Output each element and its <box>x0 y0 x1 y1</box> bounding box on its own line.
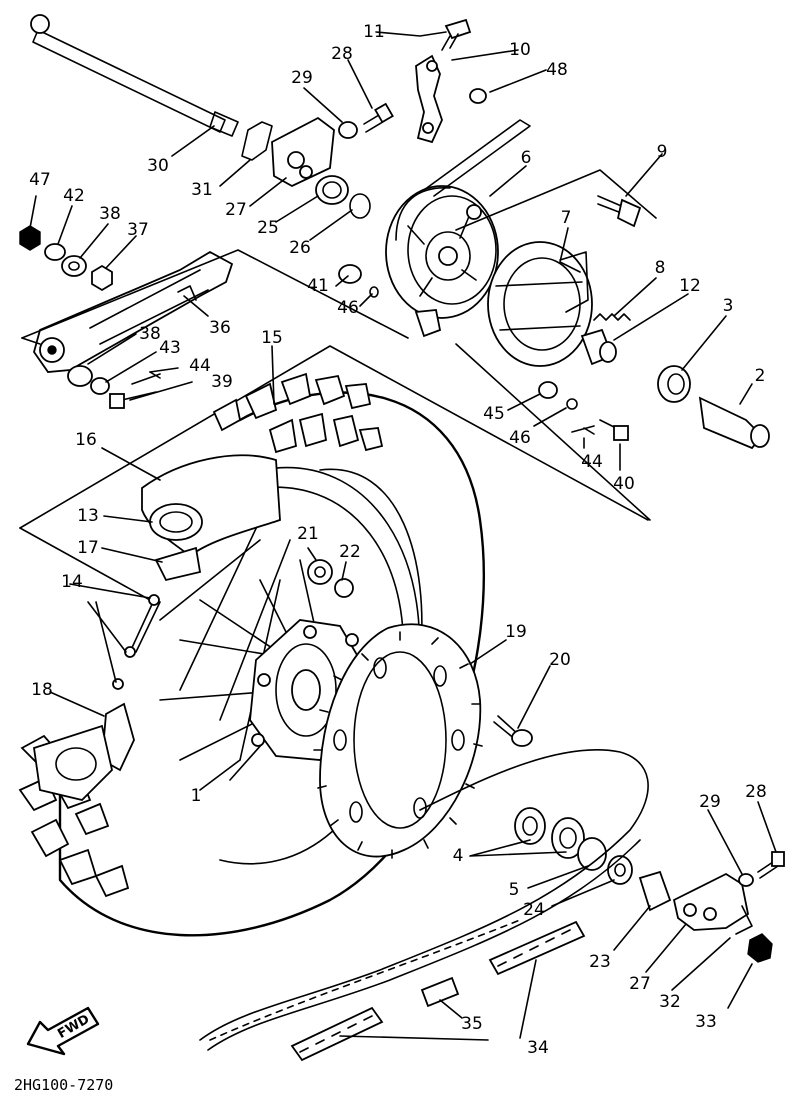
callout-47: 47 <box>29 170 51 190</box>
small-fasteners <box>338 264 629 441</box>
drive-chain <box>199 749 649 1062</box>
callout-12: 12 <box>679 276 701 296</box>
hub-spacers <box>307 559 354 598</box>
brake-shoes <box>487 241 593 367</box>
callout-36: 36 <box>209 318 231 338</box>
callout-26: 26 <box>289 238 311 258</box>
spring-8 <box>593 313 631 321</box>
callout-15: 15 <box>261 328 283 348</box>
callout-39: 39 <box>211 372 233 392</box>
callout-21: 21 <box>297 524 319 544</box>
oil-seal <box>315 175 371 219</box>
rear-axle <box>30 14 239 137</box>
callout-5: 5 <box>509 880 520 900</box>
callout-3: 3 <box>723 296 734 316</box>
callout-24: 24 <box>523 900 545 920</box>
callout-35: 35 <box>461 1014 483 1034</box>
drawing-code: 2HG100-7270 <box>14 1076 113 1094</box>
callout-32: 32 <box>659 992 681 1012</box>
callout-27b: 27 <box>629 974 651 994</box>
leader-lines <box>29 31 777 1041</box>
callout-4: 4 <box>453 846 464 866</box>
rim-lock-18 <box>33 702 135 801</box>
callout-14: 14 <box>61 572 83 592</box>
callout-13: 13 <box>77 506 99 526</box>
chain-puller-left <box>241 102 394 188</box>
callout-31: 31 <box>191 180 213 200</box>
callout-38b: 38 <box>139 324 161 344</box>
callout-7: 7 <box>561 208 572 228</box>
callout-37: 37 <box>127 220 149 240</box>
callout-41: 41 <box>307 276 329 296</box>
callout-44: 44 <box>189 356 211 376</box>
callout-2: 2 <box>755 366 766 386</box>
callout-25: 25 <box>257 218 279 238</box>
callout-43: 43 <box>159 338 181 358</box>
callout-33: 33 <box>695 1012 717 1032</box>
sprocket-bolt <box>493 715 533 747</box>
callout-34: 34 <box>527 1038 549 1058</box>
callout-40: 40 <box>613 474 635 494</box>
callout-27: 27 <box>225 200 247 220</box>
brake-shoe-plate <box>385 185 499 338</box>
callout-labels: 11 10 48 28 29 30 31 27 25 26 6 9 7 8 12… <box>29 22 767 1058</box>
rear-sprocket <box>313 623 483 859</box>
callout-28: 28 <box>331 44 353 64</box>
callout-28b: 28 <box>745 782 767 802</box>
bearing-3 <box>657 365 691 403</box>
callout-22: 22 <box>339 542 361 562</box>
callout-8: 8 <box>655 258 666 278</box>
callout-20: 20 <box>549 650 571 670</box>
group-outlines <box>19 119 657 601</box>
callout-30: 30 <box>147 156 169 176</box>
callout-9: 9 <box>657 142 668 162</box>
brake-cam-lever <box>415 18 487 144</box>
callout-46: 46 <box>337 298 359 318</box>
chain-puller-right <box>672 851 785 963</box>
callout-38: 38 <box>99 204 121 224</box>
left-fasteners <box>19 225 113 292</box>
spacer-2 <box>698 396 770 450</box>
callout-16: 16 <box>75 430 97 450</box>
callout-45: 45 <box>483 404 505 424</box>
callout-48: 48 <box>546 60 568 80</box>
callout-1: 1 <box>191 786 202 806</box>
callout-46b: 46 <box>509 428 531 448</box>
collar-12 <box>580 328 617 366</box>
callout-44b: 44 <box>581 452 603 472</box>
callout-6: 6 <box>521 148 532 168</box>
callout-11: 11 <box>363 22 385 42</box>
callout-23: 23 <box>589 952 611 972</box>
callout-17: 17 <box>77 538 99 558</box>
callout-42: 42 <box>63 186 85 206</box>
callout-18: 18 <box>31 680 53 700</box>
torque-arm <box>33 250 234 373</box>
callout-29: 29 <box>291 68 313 88</box>
callout-10: 10 <box>509 40 531 60</box>
callout-29b: 29 <box>699 792 721 812</box>
rim-lock-parts <box>141 454 281 582</box>
fwd-arrow-icon <box>26 1006 100 1056</box>
torque-arm-fasteners <box>67 365 161 409</box>
bolt-9 <box>597 195 642 228</box>
spokes-14 <box>112 594 161 690</box>
callout-19: 19 <box>505 622 527 642</box>
right-bearings <box>514 807 672 912</box>
